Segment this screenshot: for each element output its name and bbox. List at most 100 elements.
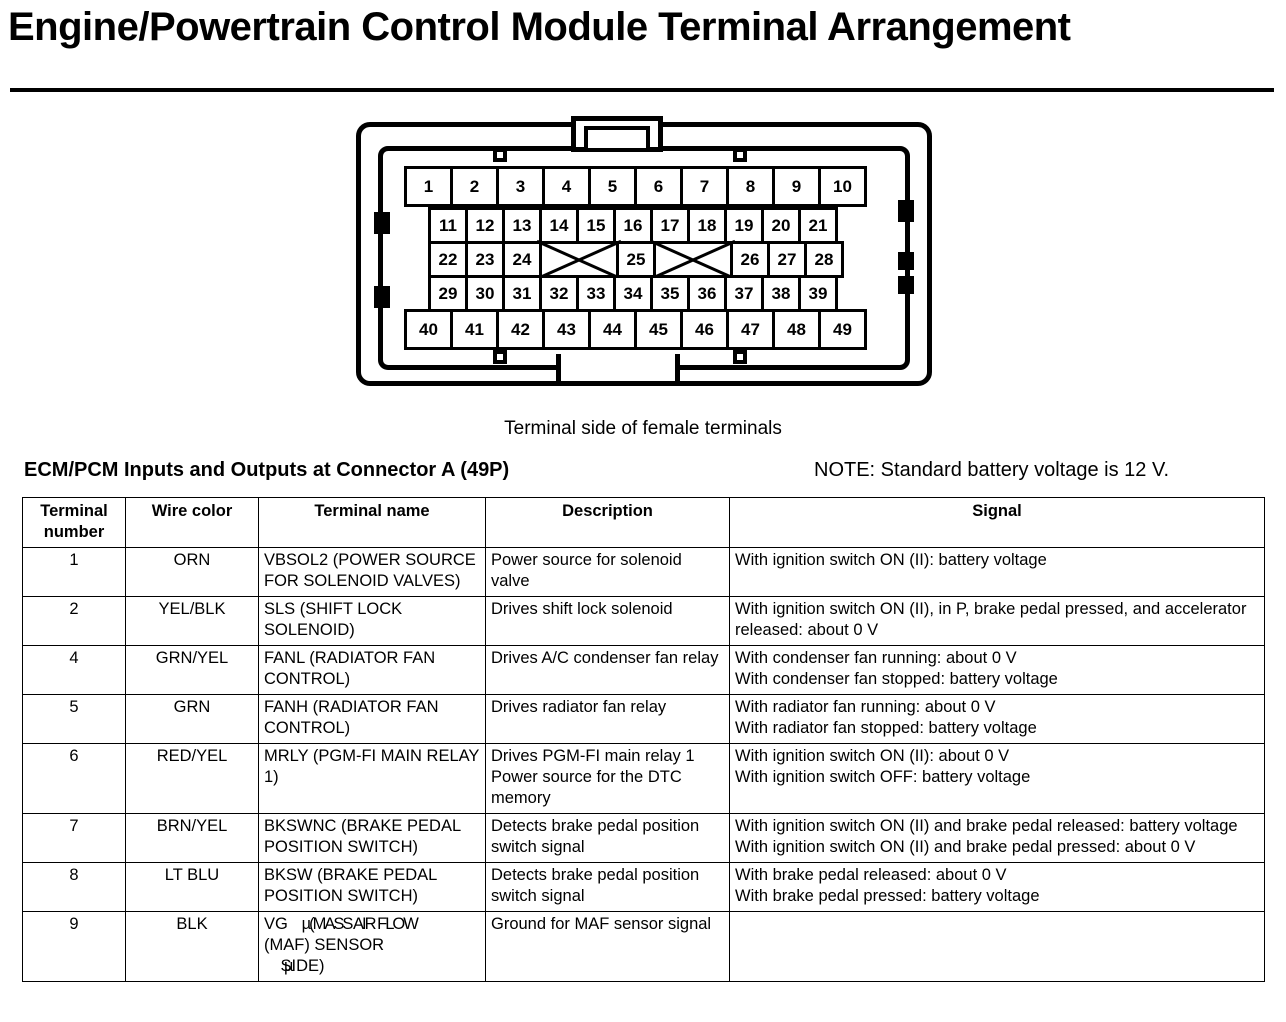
cell-terminal-number: 1 bbox=[22, 547, 126, 597]
cell-wire-color: YEL/BLK bbox=[125, 596, 259, 646]
header-wire-color: Wire color bbox=[125, 497, 259, 548]
cell-wire-color: BLK bbox=[125, 911, 259, 982]
cell-terminal-name: SLS (SHIFT LOCK SOLENOID) bbox=[258, 596, 486, 646]
pin-36: 36 bbox=[687, 275, 727, 312]
cell-terminal-name: MRLY (PGM-FI MAIN RELAY 1) bbox=[258, 743, 486, 814]
cell-terminal-number: 7 bbox=[22, 813, 126, 863]
cell-terminal-number: 6 bbox=[22, 743, 126, 814]
header-terminal-number: Terminal number bbox=[22, 497, 126, 548]
cell-description: Detects brake pedal position switch sign… bbox=[485, 813, 730, 863]
cell-terminal-number: 9 bbox=[22, 911, 126, 982]
connector-tab-bottom-left bbox=[493, 350, 507, 364]
pin-21: 21 bbox=[798, 207, 838, 244]
connector-tab-bottom-right bbox=[733, 350, 747, 364]
cell-terminal-name: BKSW (BRAKE PEDAL POSITION SWITCH) bbox=[258, 862, 486, 912]
pin-29: 29 bbox=[428, 275, 468, 312]
pin-blank bbox=[650, 239, 736, 280]
cell-description: Drives shift lock solenoid bbox=[485, 596, 730, 646]
pin-17: 17 bbox=[650, 207, 690, 244]
pin-25: 25 bbox=[616, 241, 656, 278]
pin-35: 35 bbox=[650, 275, 690, 312]
connector-latch-right-middle bbox=[898, 252, 914, 270]
table-header-row: Terminal number Wire color Terminal name… bbox=[22, 497, 1265, 548]
cell-description: Power source for solenoid valve bbox=[485, 547, 730, 597]
cell-description: Drives A/C condenser fan relay bbox=[485, 645, 730, 695]
terminal-name-fragment: (MAF) SENSOR bbox=[264, 936, 385, 954]
pin-42: 42 bbox=[496, 309, 545, 350]
connector-top-keyway-inner bbox=[584, 126, 650, 152]
pin-40: 40 bbox=[404, 309, 453, 350]
pin-32: 32 bbox=[539, 275, 579, 312]
pin-48: 48 bbox=[772, 309, 821, 350]
header-description: Description bbox=[485, 497, 730, 548]
header-signal: Signal bbox=[729, 497, 1265, 548]
pin-13: 13 bbox=[502, 207, 542, 244]
section-heading: ECM/PCM Inputs and Outputs at Connector … bbox=[24, 459, 510, 481]
pin-11: 11 bbox=[428, 207, 468, 244]
pin-4: 4 bbox=[542, 166, 591, 207]
pin-34: 34 bbox=[613, 275, 653, 312]
connector-tab-top-left bbox=[493, 148, 507, 162]
pin-22: 22 bbox=[428, 241, 468, 278]
pin-14: 14 bbox=[539, 207, 579, 244]
pin-49: 49 bbox=[818, 309, 867, 350]
pin-39: 39 bbox=[798, 275, 838, 312]
cell-terminal-number: 4 bbox=[22, 645, 126, 695]
cell-terminal-name: FANL (RADIATOR FAN CONTROL) bbox=[258, 645, 486, 695]
terminal-name-fragment: VG bbox=[264, 915, 302, 933]
cell-wire-color: LT BLU bbox=[125, 862, 259, 912]
cell-terminal-name: BKSWNC (BRAKE PEDAL POSITION SWITCH) bbox=[258, 813, 486, 863]
cell-wire-color: BRN/YEL bbox=[125, 813, 259, 863]
pin-7: 7 bbox=[680, 166, 729, 207]
pin-33: 33 bbox=[576, 275, 616, 312]
terminal-name-fragment: µ(MASS AIR FLOW bbox=[301, 915, 419, 933]
pin-18: 18 bbox=[687, 207, 727, 244]
pin-12: 12 bbox=[465, 207, 505, 244]
section-note: NOTE: Standard battery voltage is 12 V. bbox=[814, 459, 1170, 481]
pin-38: 38 bbox=[761, 275, 801, 312]
cell-terminal-name: VBSOL2 (POWER SOURCE FOR SOLENOID VALVES… bbox=[258, 547, 486, 597]
pin-6: 6 bbox=[634, 166, 683, 207]
cell-signal bbox=[729, 911, 1265, 982]
cell-terminal-number: 2 bbox=[22, 596, 126, 646]
pin-45: 45 bbox=[634, 309, 683, 350]
pin-27: 27 bbox=[767, 241, 807, 278]
pin-19: 19 bbox=[724, 207, 764, 244]
pin-2: 2 bbox=[450, 166, 499, 207]
header-terminal-number-line1: Terminal bbox=[40, 502, 108, 520]
cell-terminal-number: 5 bbox=[22, 694, 126, 744]
cell-terminal-name: FANH (RADIATOR FAN CONTROL) bbox=[258, 694, 486, 744]
connector-latch-right-upper bbox=[898, 200, 914, 222]
terminal-name-fragment: µSIDE) bbox=[280, 957, 325, 975]
title-divider bbox=[10, 88, 1274, 92]
connector-bottom-keyway bbox=[556, 354, 680, 386]
pin-28: 28 bbox=[804, 241, 844, 278]
cell-signal: With ignition switch ON (II) and brake p… bbox=[729, 813, 1265, 863]
pin-41: 41 bbox=[450, 309, 499, 350]
cell-wire-color: ORN bbox=[125, 547, 259, 597]
pin-20: 20 bbox=[761, 207, 801, 244]
pin-9: 9 bbox=[772, 166, 821, 207]
cell-wire-color: RED/YEL bbox=[125, 743, 259, 814]
pin-24: 24 bbox=[502, 241, 542, 278]
cell-signal: With ignition switch ON (II), in P, brak… bbox=[729, 596, 1265, 646]
